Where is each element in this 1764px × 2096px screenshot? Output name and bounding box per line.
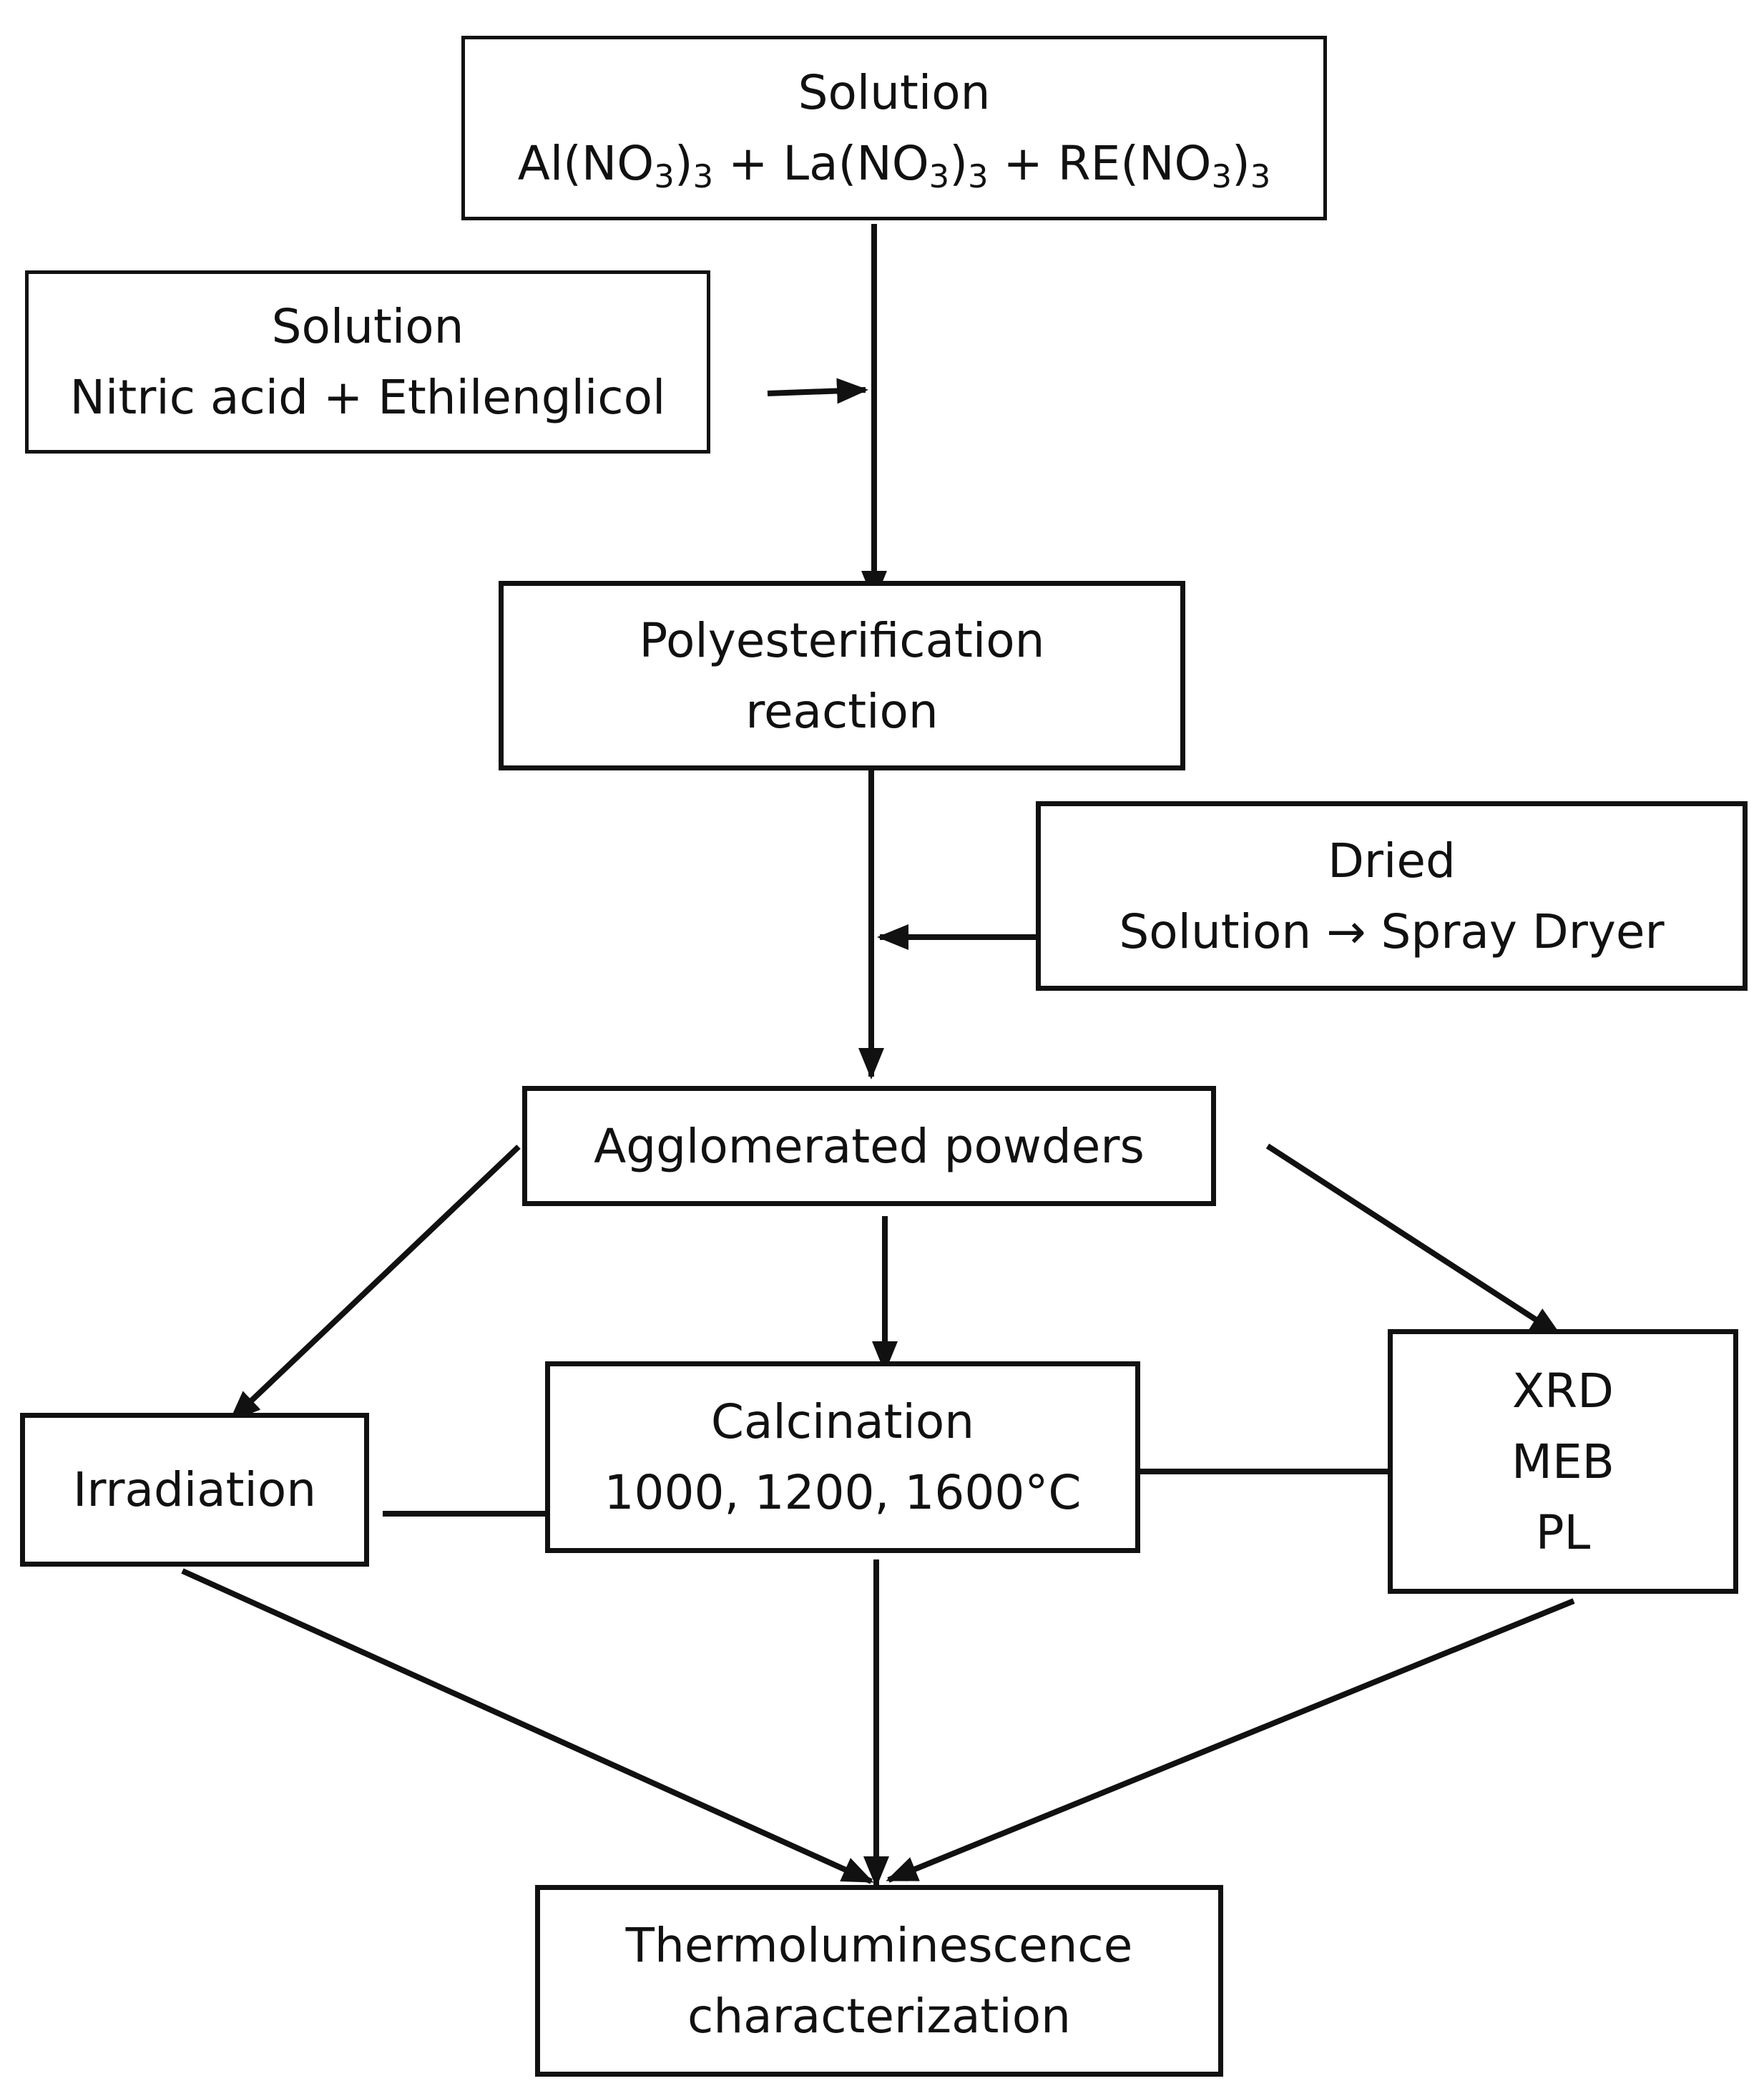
dried-line2: Solution → Spray Dryer [1119, 903, 1665, 959]
analysis-meb: MEB [1511, 1434, 1614, 1489]
arrow-acid-to-trunk [767, 378, 868, 404]
solution-acid-subtitle: Nitric acid + Ethilenglicol [69, 370, 666, 425]
thermoluminescence-box: Thermoluminescence characterization [535, 1885, 1223, 2077]
nitrates-formula: Al(NO3)3 + La(NO3)3 + RE(NO3)3 [518, 128, 1271, 199]
calcination-box: Calcination 1000, 1200, 1600°C [545, 1361, 1140, 1553]
analysis-xrd: XRD [1512, 1363, 1614, 1419]
formula-subscript: 3 [1211, 157, 1232, 196]
solution-nitrates-title: Solution [798, 65, 991, 120]
arrow-irradiation-to-thermoluminescence [181, 1568, 874, 1884]
formula-text: ) [949, 136, 968, 191]
polyesterification-box: Polyesterification reaction [499, 581, 1185, 770]
formula-text: ) [1232, 136, 1250, 191]
thermoluminescence-line2: characterization [687, 1989, 1071, 2044]
arrow-agglomerated-to-irradiation [229, 1145, 521, 1422]
formula-text: + RE(NO [988, 136, 1212, 191]
solution-acid-title: Solution [271, 299, 464, 354]
analysis-pl: PL [1535, 1504, 1591, 1560]
irradiation-label: Irradiation [72, 1462, 317, 1517]
thermoluminescence-line1: Thermoluminescence [625, 1918, 1133, 1973]
polyesterification-line2: reaction [745, 683, 939, 739]
formula-subscript: 3 [654, 157, 675, 196]
formula-subscript: 3 [967, 157, 989, 196]
calcination-line1: Calcination [710, 1394, 975, 1449]
solution-nitrates-box: Solution Al(NO3)3 + La(NO3)3 + RE(NO3)3 [461, 36, 1327, 220]
solution-acid-box: Solution Nitric acid + Ethilenglicol [25, 270, 710, 454]
calcination-line2: 1000, 1200, 1600°C [604, 1465, 1082, 1520]
arrow-agglomerated-to-analysis [1265, 1143, 1562, 1338]
formula-subscript: 3 [692, 157, 714, 196]
agglomerated-powders-box: Agglomerated powders [522, 1086, 1216, 1206]
formula-text: ) [674, 136, 693, 191]
polyesterification-line1: Polyesterification [639, 612, 1045, 668]
analysis-box: XRD MEB PL [1388, 1329, 1738, 1594]
dried-box: Dried Solution → Spray Dryer [1036, 801, 1748, 991]
dried-line1: Dried [1328, 833, 1456, 888]
agglomerated-powders-label: Agglomerated powders [594, 1118, 1145, 1174]
irradiation-box: Irradiation [20, 1413, 369, 1567]
formula-subscript: 3 [1250, 157, 1271, 196]
formula-text: Al(NO [517, 136, 655, 191]
arrow-analysis-to-thermoluminescence [886, 1598, 1575, 1883]
formula-text: + La(NO [713, 136, 929, 191]
formula-subscript: 3 [928, 157, 950, 196]
